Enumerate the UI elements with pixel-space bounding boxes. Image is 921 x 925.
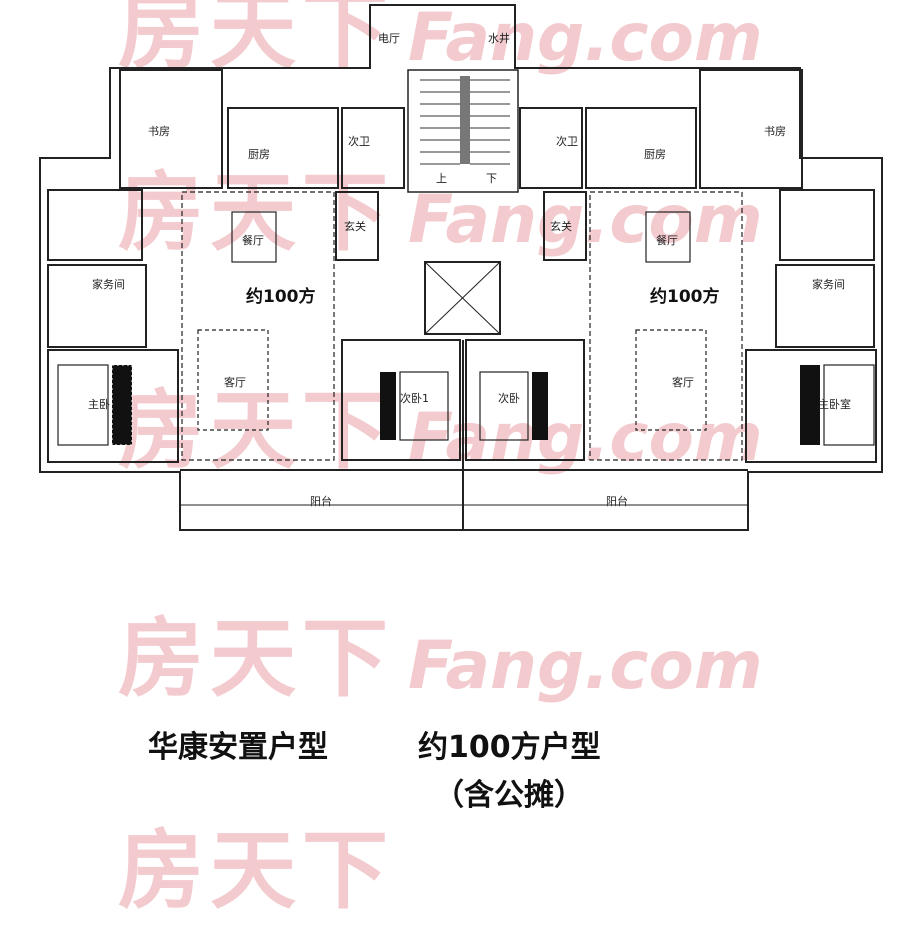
- elevator: [424, 261, 501, 335]
- left-master-bed-headboard: [112, 365, 132, 445]
- left-second-bed: [341, 339, 461, 461]
- right-study-label: 书房: [764, 125, 786, 138]
- shared-area-note: （含公摊）: [434, 778, 584, 813]
- left-study-label: 书房: [148, 125, 170, 138]
- left-sofa-area: [197, 329, 269, 431]
- left-study: [119, 69, 223, 189]
- stair-down-label: 下: [486, 172, 497, 185]
- left-laundry: [47, 264, 147, 348]
- right-kitchen-label: 厨房: [644, 148, 666, 161]
- left-master-bed: [57, 364, 109, 446]
- right-second-bed: [479, 371, 529, 441]
- left-dining-living: [181, 191, 335, 461]
- right-bath-small: [779, 189, 875, 261]
- left-second-bed: [399, 371, 449, 441]
- right-study: [699, 69, 803, 189]
- stair-handrail: [460, 76, 470, 164]
- left-area-label: 约100方: [246, 286, 316, 307]
- right-second-bed-label: 次卧: [498, 391, 520, 405]
- right-bath-label: 次卫: [556, 134, 578, 148]
- right-dining-table: [645, 211, 691, 263]
- unit-type-caption: 约100方户型: [418, 730, 601, 765]
- right-master-label: 主卧室: [818, 397, 851, 411]
- right-master-bed-headboard: [800, 365, 820, 445]
- right-second-bed: [465, 339, 585, 461]
- left-balcony-label: 阳台: [310, 494, 332, 508]
- left-dining-table: [231, 211, 277, 263]
- right-laundry-label: 家务间: [812, 277, 845, 291]
- right-kitchen: [585, 107, 697, 189]
- right-second-bed-headboard: [532, 372, 548, 440]
- left-living-label: 客厅: [224, 375, 246, 389]
- right-foyer: [543, 191, 587, 261]
- right-balcony-label: 阳台: [606, 494, 628, 508]
- right-living-label: 客厅: [672, 375, 694, 389]
- water-well-label: 水井: [488, 31, 510, 45]
- left-laundry-label: 家务间: [92, 277, 125, 291]
- left-bath-small: [47, 189, 143, 261]
- right-area-label: 约100方: [650, 286, 720, 307]
- left-foyer-label: 玄关: [344, 219, 366, 233]
- right-master-bed: [823, 364, 875, 446]
- right-laundry: [775, 264, 875, 348]
- left-kitchen: [227, 107, 339, 189]
- right-sofa-area: [635, 329, 707, 431]
- right-foyer-label: 玄关: [550, 219, 572, 233]
- right-master: [745, 349, 877, 463]
- stair-up-label: 上: [436, 172, 447, 185]
- elevator-room-label: 电厅: [378, 32, 400, 45]
- stair-core: [407, 69, 519, 193]
- left-master: [47, 349, 179, 463]
- left-second-bed-headboard: [380, 372, 396, 440]
- left-guest-bath: [341, 107, 405, 189]
- floor-plan: 厨房 书房 次卫 电厅 水井 上 下 玄关 餐厅 家务间 约100方 客厅 主卧…: [39, 4, 883, 531]
- left-dining-label: 餐厅: [242, 233, 264, 247]
- right-guest-bath: [519, 107, 583, 189]
- left-second-bed-label: 次卧1: [400, 391, 429, 405]
- outer-wall: [39, 4, 883, 531]
- left-master-label: 主卧: [88, 398, 110, 411]
- left-foyer: [335, 191, 379, 261]
- project-caption: 华康安置户型: [148, 730, 328, 765]
- right-dining-living: [589, 191, 743, 461]
- left-bath-label: 次卫: [348, 134, 370, 148]
- left-kitchen-label: 厨房: [248, 148, 270, 161]
- right-dining-label: 餐厅: [656, 233, 678, 247]
